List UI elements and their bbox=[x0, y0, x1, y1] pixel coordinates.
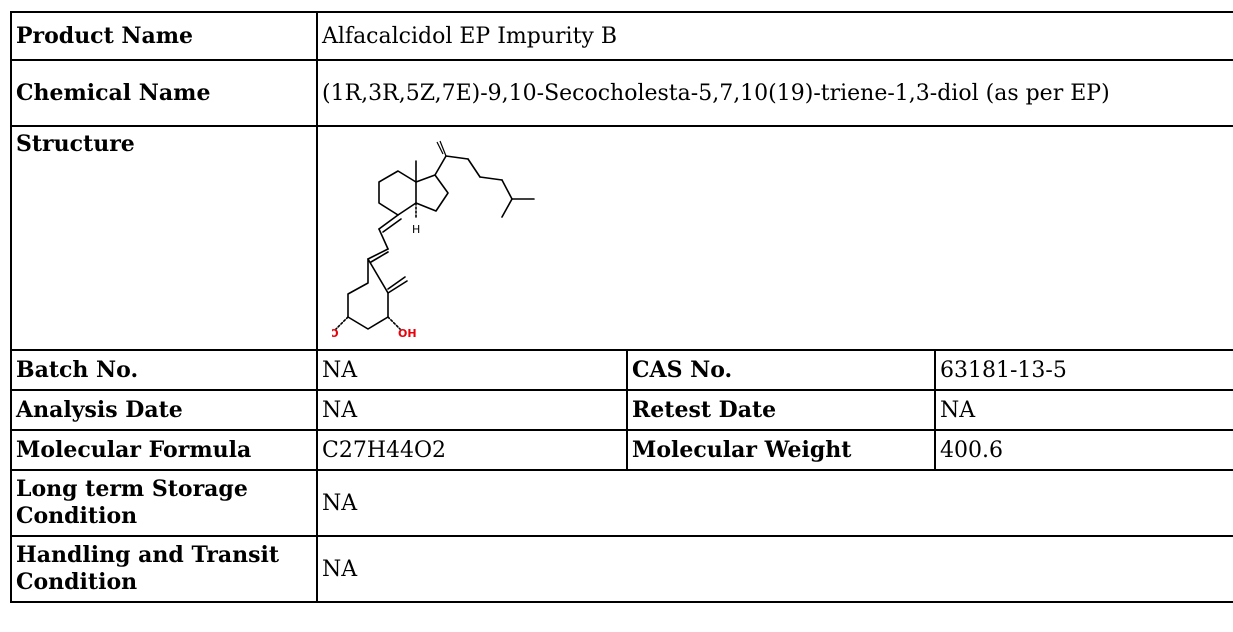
product-name-value: Alfacalcidol EP Impurity B bbox=[316, 11, 1233, 61]
oh-label: OH bbox=[398, 327, 417, 340]
product-spec-table: Product Name Alfacalcidol EP Impurity B … bbox=[10, 11, 1233, 603]
hydrogen-label: H bbox=[412, 223, 420, 236]
row-chemical-name: Chemical Name (1R,3R,5Z,7E)-9,10-Secocho… bbox=[10, 59, 1233, 127]
row-structure: Structure bbox=[10, 125, 1233, 351]
row-handling: Handling and Transit Condition NA bbox=[10, 535, 1233, 603]
chemical-structure-image: H HO OH bbox=[332, 140, 535, 340]
weight-value: 400.6 bbox=[934, 429, 1233, 471]
formula-label: Molecular Formula bbox=[10, 429, 318, 471]
structure-cell: H HO OH bbox=[316, 125, 1233, 351]
row-dates: Analysis Date NA Retest Date NA bbox=[10, 389, 1233, 431]
product-name-label: Product Name bbox=[10, 11, 318, 61]
storage-value: NA bbox=[316, 469, 1233, 537]
formula-value: C27H44O2 bbox=[316, 429, 628, 471]
analysis-date-value: NA bbox=[316, 389, 628, 431]
batch-value: NA bbox=[316, 349, 628, 391]
row-formula-weight: Molecular Formula C27H44O2 Molecular Wei… bbox=[10, 429, 1233, 471]
analysis-date-label: Analysis Date bbox=[10, 389, 318, 431]
handling-label: Handling and Transit Condition bbox=[10, 535, 318, 603]
storage-label: Long term Storage Condition bbox=[10, 469, 318, 537]
batch-label: Batch No. bbox=[10, 349, 318, 391]
retest-date-label: Retest Date bbox=[626, 389, 936, 431]
cas-label: CAS No. bbox=[626, 349, 936, 391]
ho-label: HO bbox=[332, 327, 339, 340]
handling-value: NA bbox=[316, 535, 1233, 603]
chemical-name-label: Chemical Name bbox=[10, 59, 318, 127]
row-storage: Long term Storage Condition NA bbox=[10, 469, 1233, 537]
row-product-name: Product Name Alfacalcidol EP Impurity B bbox=[10, 11, 1233, 61]
structure-label: Structure bbox=[10, 125, 318, 351]
row-batch-cas: Batch No. NA CAS No. 63181-13-5 bbox=[10, 349, 1233, 391]
weight-label: Molecular Weight bbox=[626, 429, 936, 471]
chemical-name-value: (1R,3R,5Z,7E)-9,10-Secocholesta-5,7,10(1… bbox=[316, 59, 1233, 127]
cas-value: 63181-13-5 bbox=[934, 349, 1233, 391]
retest-date-value: NA bbox=[934, 389, 1233, 431]
